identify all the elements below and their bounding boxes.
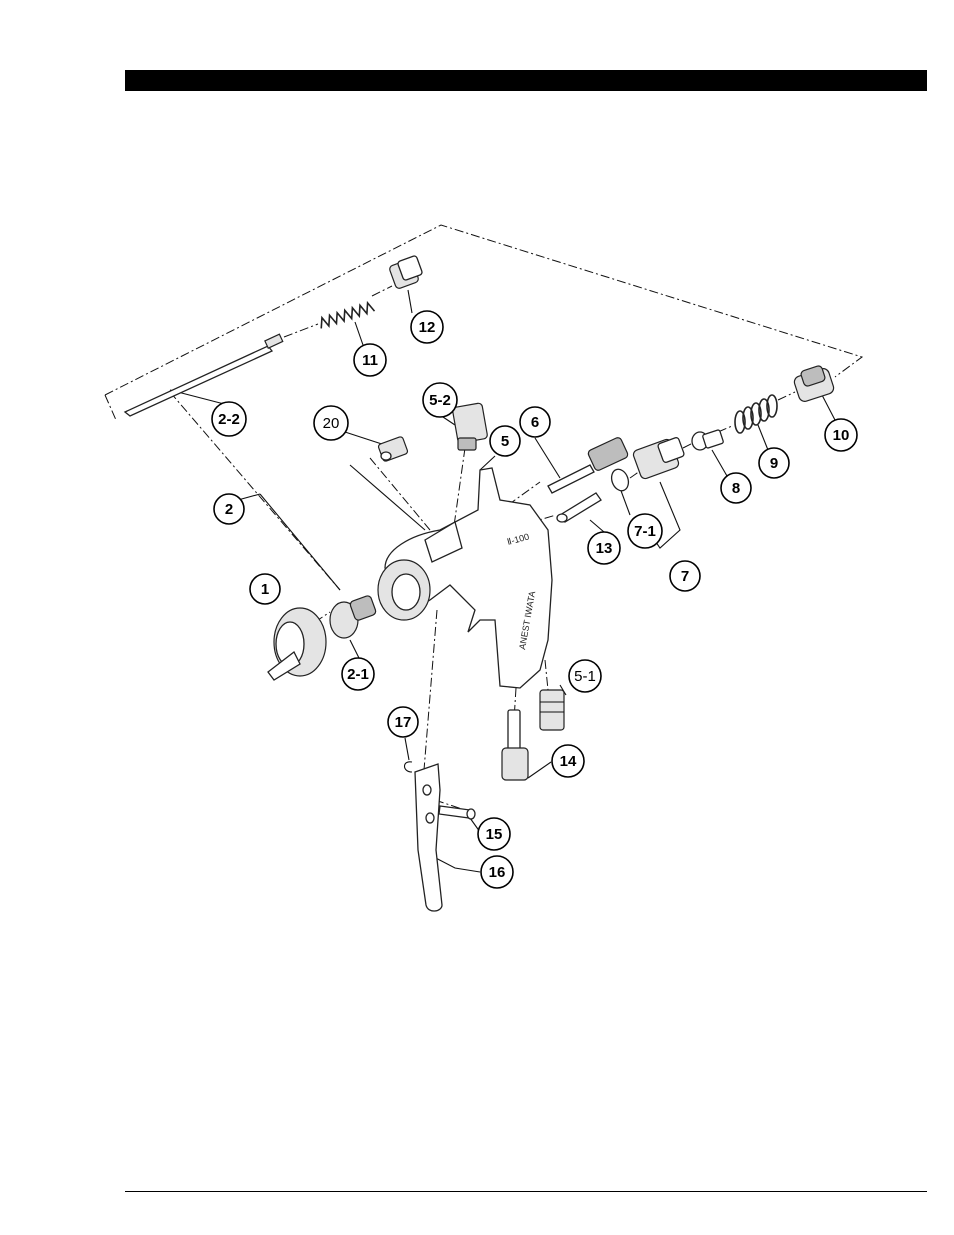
svg-text:10: 10: [833, 427, 850, 444]
svg-text:5: 5: [501, 433, 509, 450]
part-oring-7-1: [609, 467, 632, 493]
callout-14: 14: [552, 745, 584, 777]
footer-rule: [125, 1191, 927, 1192]
svg-text:5-1: 5-1: [574, 668, 596, 685]
svg-text:15: 15: [486, 826, 503, 843]
callout-2-1: 2-1: [342, 658, 374, 690]
svg-text:7-1: 7-1: [634, 523, 656, 540]
callout-9: 9: [759, 448, 789, 478]
callout-12: 12: [411, 311, 443, 343]
part-pin-13: [557, 493, 601, 522]
svg-text:7: 7: [681, 568, 689, 585]
svg-text:2: 2: [225, 501, 233, 518]
part-cap-12: [389, 255, 423, 289]
part-spring-9: [735, 395, 777, 433]
svg-text:14: 14: [560, 753, 577, 770]
callout-17: 17: [388, 707, 418, 737]
callout-2: 2: [214, 494, 244, 524]
part-nozzle-2-1: [330, 595, 377, 638]
svg-text:8: 8: [732, 480, 740, 497]
svg-text:12: 12: [419, 319, 436, 336]
part-trigger-16: [415, 764, 442, 911]
svg-text:20: 20: [323, 415, 340, 432]
callout-5-1: 5-1: [569, 660, 601, 692]
svg-text:1: 1: [261, 581, 269, 598]
part-plug-20: [378, 436, 409, 462]
part-spring-11: [318, 302, 374, 329]
svg-text:13: 13: [596, 540, 613, 557]
part-knob-10: [793, 365, 835, 403]
svg-text:5-2: 5-2: [429, 392, 451, 409]
part-needle-2-2: [125, 334, 283, 416]
part-trigger-pin-15: [439, 806, 475, 819]
svg-text:11: 11: [362, 352, 378, 369]
part-air-inlet-5-1: [540, 690, 564, 730]
callout-15: 15: [478, 818, 510, 850]
svg-text:16: 16: [489, 864, 506, 881]
callout-6: 6: [520, 407, 550, 437]
callout-13: 13: [588, 532, 620, 564]
callout-2-2: 2-2: [212, 402, 246, 436]
callout-7-1: 7-1: [628, 514, 662, 548]
callout-16: 16: [481, 856, 513, 888]
callout-7: 7: [670, 561, 700, 591]
part-air-cap-1: [268, 608, 326, 680]
svg-text:9: 9: [770, 455, 778, 472]
part-air-valve-14: [502, 710, 528, 780]
svg-text:17: 17: [395, 714, 412, 731]
svg-text:2-1: 2-1: [347, 666, 369, 683]
callout-8: 8: [721, 473, 751, 503]
svg-text:6: 6: [531, 414, 539, 431]
callout-1: 1: [250, 574, 280, 604]
part-air-nipple-5-2: [452, 403, 488, 450]
callout-10: 10: [825, 419, 857, 451]
part-valve-seat-8: [692, 430, 724, 450]
callout-5: 5: [490, 426, 520, 456]
part-valve-7: [632, 437, 685, 480]
callout-11: 11: [354, 344, 386, 376]
callout-5-2: 5-2: [423, 383, 457, 417]
callout-20: 20: [314, 406, 348, 440]
svg-text:2-2: 2-2: [218, 411, 240, 428]
part-clip-17: [405, 762, 413, 772]
part-gun-body-5: Ⅱ-100 ANEST IWATA: [378, 468, 552, 688]
